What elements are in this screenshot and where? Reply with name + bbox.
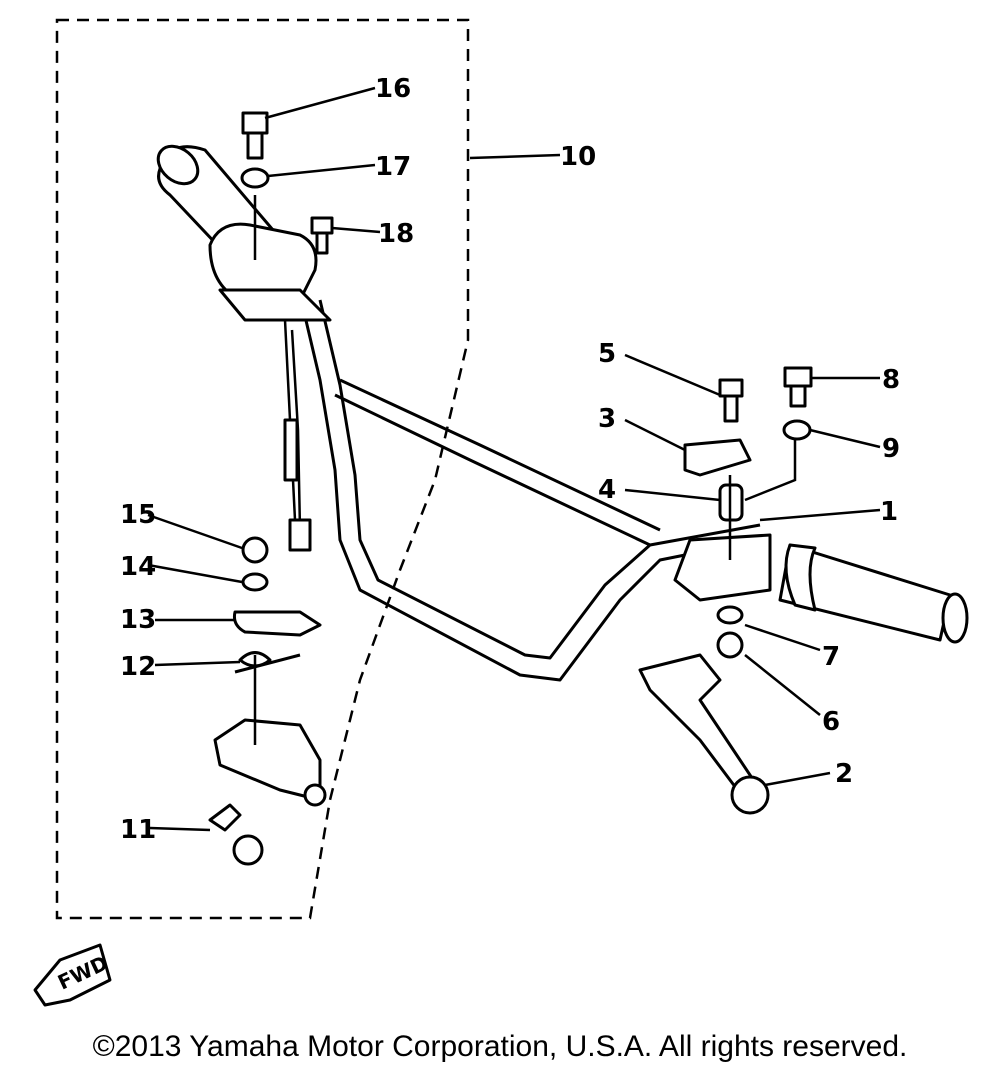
bolt-5 [718, 378, 744, 423]
plate-13 [233, 610, 322, 637]
bolt-8-right [783, 366, 813, 408]
washer-7-right [716, 605, 744, 625]
right-grip [778, 543, 969, 644]
callout-3: 3 [598, 404, 616, 434]
callout-11: 11 [120, 815, 156, 845]
callout-16: 16 [375, 74, 411, 104]
callout-5: 5 [598, 339, 616, 369]
callout-15: 15 [120, 500, 156, 530]
callout-13: 13 [120, 605, 156, 635]
callout-8-right: 8 [882, 365, 900, 395]
bolt-16 [241, 111, 269, 160]
spring-12 [234, 651, 301, 674]
lever-holder [673, 483, 772, 602]
housing-11-body [213, 718, 327, 807]
callout-2: 2 [835, 759, 853, 789]
nut-15 [241, 536, 269, 564]
screw-18 [310, 216, 334, 255]
fwd-arrow-icon: FWD [33, 943, 112, 1007]
callout-7-right: 7 [822, 642, 840, 672]
washer-17 [240, 167, 270, 189]
assembly-boundary [55, 18, 470, 920]
cable-bracket [683, 438, 752, 477]
callout-1: 1 [880, 497, 898, 527]
callout-4: 4 [598, 475, 616, 505]
callout-12: 12 [120, 652, 156, 682]
left-switch-housing [208, 222, 332, 552]
callout-17: 17 [375, 152, 411, 182]
brake-lever [638, 653, 770, 815]
callout-14: 14 [120, 552, 156, 582]
washer-9 [782, 419, 812, 441]
callout-18: 18 [378, 219, 414, 249]
nut-6-right [716, 631, 744, 659]
leader-lines [147, 86, 881, 832]
callout-9: 9 [882, 434, 900, 464]
adjuster-11 [208, 803, 264, 866]
callout-6-right: 6 [822, 707, 840, 737]
copyright-notice: ©2013 Yamaha Motor Corporation, U.S.A. A… [92, 1030, 908, 1063]
handlebar [298, 294, 761, 682]
washer-14 [241, 572, 269, 592]
callout-10: 10 [560, 142, 596, 172]
